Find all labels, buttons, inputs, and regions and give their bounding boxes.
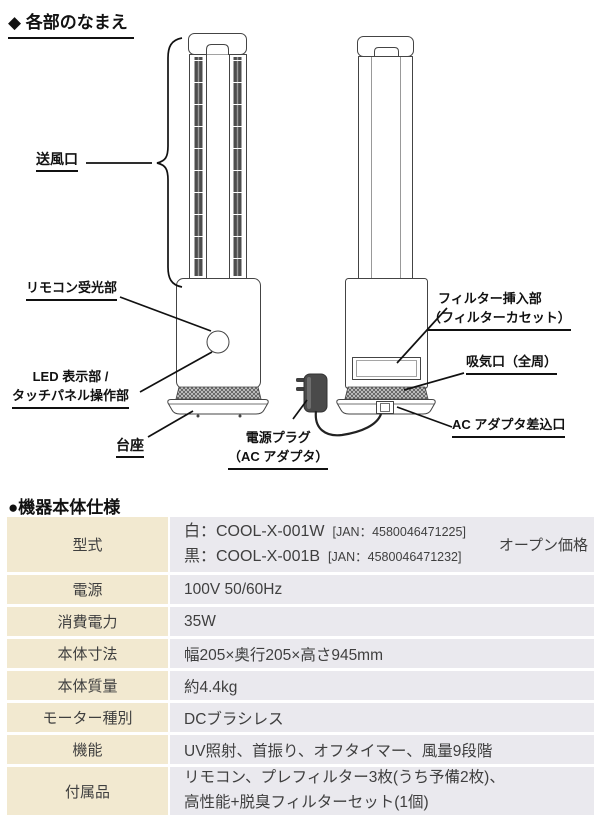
leader-remote-receiver	[119, 296, 212, 332]
label-remote-receiver: リモコン受光部	[26, 279, 118, 301]
pedestal-front	[167, 399, 269, 415]
led-touch-panel-circle	[206, 330, 230, 354]
fan-illustrations	[86, 33, 465, 438]
model-white: 白：COOL-X-001W	[184, 522, 325, 540]
label-air-outlet: 送風口	[36, 149, 78, 173]
row-label: 電源	[7, 575, 168, 604]
row-label: 本体寸法	[7, 639, 168, 668]
table-row-functions: 機能 UV照射、首振り、オフタイマー、風量9段階	[7, 735, 594, 764]
spec-section-title: ●機器本体仕様	[8, 498, 121, 517]
label-ac-socket: AC アダプタ差込口	[452, 416, 566, 438]
row-label: 機能	[7, 735, 168, 764]
open-price: オープン価格	[498, 537, 588, 554]
row-value: 100V 50/60Hz	[170, 575, 594, 604]
row-value: 幅205×奥行205×高さ945mm	[170, 639, 594, 668]
row-label: 型式	[7, 517, 168, 572]
table-row-weight: 本体質量 約4.4kg	[7, 671, 594, 700]
parts-diagram-section: ◆ 各部のなまえ 送風口 リモコン受光部 LED 表示部 / タッチパネル操作部…	[8, 8, 571, 470]
row-value: 35W	[170, 607, 594, 636]
power-cable	[314, 410, 383, 437]
label-led-touch-panel: LED 表示部 / タッチパネル操作部	[12, 368, 130, 409]
table-row-consumption: 消費電力 35W	[7, 607, 594, 636]
row-value: UV照射、首振り、オフタイマー、風量9段階	[170, 735, 594, 764]
label-pedestal: 台座	[116, 435, 144, 459]
leader-power-plug	[292, 399, 308, 420]
brace-air-outlet	[156, 37, 183, 288]
row-label: 消費電力	[7, 607, 168, 636]
ac-adapter-illustration	[296, 373, 383, 437]
row-value: 白：COOL-X-001W [JAN：4580046471225] 黒：COOL-…	[170, 517, 594, 572]
jan-white: [JAN：4580046471225]	[332, 524, 466, 539]
jan-black: [JAN：4580046471232]	[328, 549, 462, 564]
intake-mesh-rear	[344, 386, 429, 400]
leader-ac-socket	[396, 406, 453, 428]
fan-rear-view-illustration	[336, 36, 436, 415]
table-row-dimensions: 本体寸法 幅205×奥行205×高さ945mm	[7, 639, 594, 668]
model-black: 黒：COOL-X-001B	[184, 547, 321, 565]
row-value: DCブラシレス	[170, 703, 594, 732]
parts-section-title: ◆ 各部のなまえ	[8, 8, 134, 39]
leader-filter-slot	[396, 307, 448, 364]
row-value: リモコン、プレフィルター3枚(うち予備2枚)、 高性能+脱臭フィルターセット(1…	[170, 767, 594, 815]
row-value: 約4.4kg	[170, 671, 594, 700]
leader-led-panel	[139, 351, 213, 393]
row-label: 付属品	[7, 767, 168, 815]
table-row-accessories: 付属品 リモコン、プレフィルター3枚(うち予備2枚)、 高性能+脱臭フィルターセ…	[7, 767, 594, 815]
label-intake: 吸気口（全周）	[466, 353, 558, 375]
intake-mesh-front	[175, 386, 262, 400]
leader-lines	[86, 37, 465, 438]
row-label: 本体質量	[7, 671, 168, 700]
table-row-power: 電源 100V 50/60Hz	[7, 575, 594, 604]
label-filter-slot: フィルター挿入部 （フィルターカセット）	[428, 290, 571, 331]
leader-pedestal	[147, 410, 194, 438]
fan-front-view-illustration	[167, 33, 269, 418]
table-row-model: 型式 白：COOL-X-001W [JAN：4580046471225] 黒：CO…	[7, 517, 594, 572]
label-power-plug: 電源プラグ （AC アダプタ）	[228, 429, 329, 470]
row-label: モーター種別	[7, 703, 168, 732]
leader-intake	[403, 372, 465, 391]
spec-table: 型式 白：COOL-X-001W [JAN：4580046471225] 黒：CO…	[7, 517, 594, 817]
table-row-motor: モーター種別 DCブラシレス	[7, 703, 594, 732]
